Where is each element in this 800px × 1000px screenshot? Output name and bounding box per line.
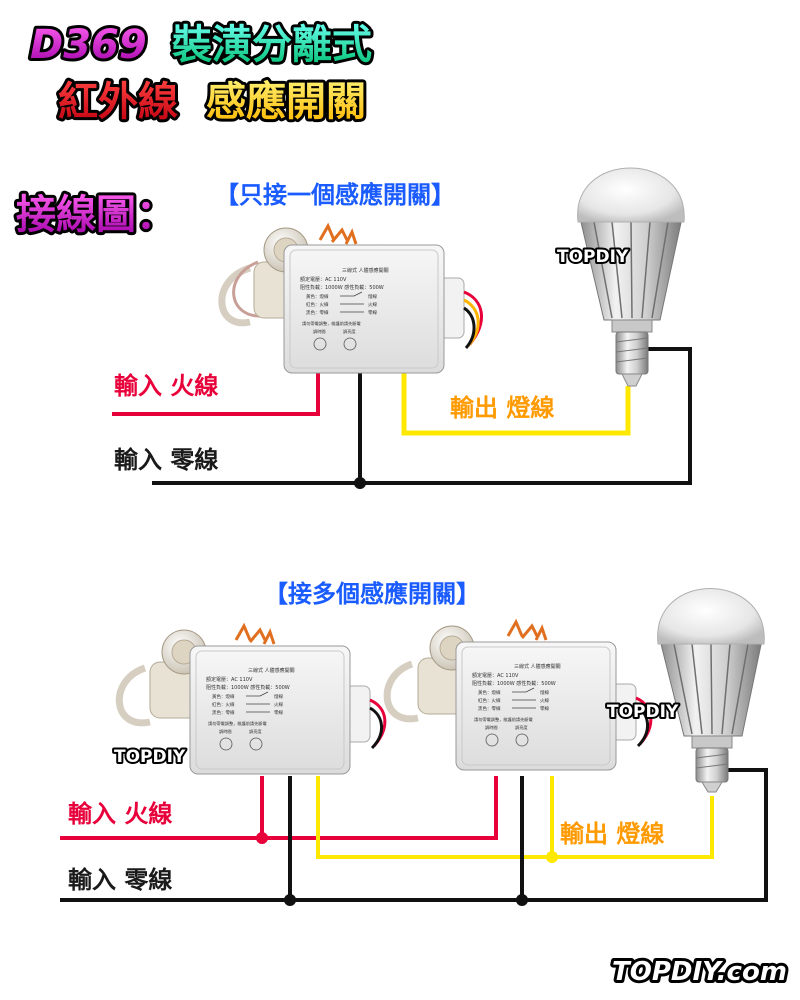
d1-label-tag2: 火線 bbox=[368, 301, 377, 308]
d1-label-title: 三線式 人體感應開關 bbox=[342, 267, 389, 274]
d2a-label-voltage: 額定電壓：AC 110V bbox=[206, 676, 253, 683]
d2-junction-lamp bbox=[546, 851, 558, 863]
d2-junction-neutral-b bbox=[516, 894, 528, 906]
d1-lamp-wire bbox=[401, 372, 631, 436]
d2a-lux-knob bbox=[249, 737, 263, 751]
d2b-switch-box bbox=[455, 641, 617, 771]
d1-input-live-label: 輸入 火線 bbox=[114, 372, 218, 400]
d2a-label-tag1: 燈線 bbox=[274, 693, 283, 700]
d2-light-bulb bbox=[657, 588, 765, 793]
d2b-label-tag3: 零線 bbox=[540, 705, 549, 712]
d2-output-lamp-label: 輸出 燈線 bbox=[560, 820, 664, 848]
d2a-label-wire1: 黃色：燈線 bbox=[212, 693, 235, 700]
d1-label-tag1: 燈線 bbox=[368, 293, 377, 300]
diagram2-wires bbox=[60, 768, 768, 902]
d1-cable-stub bbox=[437, 277, 483, 349]
d2b-label-tag2: 火線 bbox=[540, 697, 549, 704]
d2-input-neutral-label: 輸入 零線 bbox=[68, 866, 172, 894]
d2a-time-knob bbox=[219, 737, 233, 751]
d1-label-wire1: 黃色：燈線 bbox=[306, 293, 329, 300]
d2b-label-wire3: 黑色：零線 bbox=[478, 705, 501, 712]
d1-time-knob bbox=[313, 337, 327, 351]
d1-label-voltage: 額定電壓：AC 110V bbox=[300, 276, 347, 283]
d1-label-knob1: 調時間 bbox=[313, 328, 326, 335]
diagram1-heading: 【只接一個感應開關】 bbox=[215, 181, 455, 209]
d1-neutral-wire bbox=[152, 347, 692, 485]
d1-label-knob2: 調亮度 bbox=[343, 328, 356, 335]
d2a-label-load: 阻性負載：1000W 感性負載：500W bbox=[206, 684, 290, 691]
d2b-label-wire2: 紅色：火線 bbox=[478, 697, 501, 704]
d2-neutral-wire bbox=[60, 768, 768, 902]
title-line2-red: 紅外線 bbox=[58, 79, 178, 125]
d2-input-live-label: 輸入 火線 bbox=[68, 800, 172, 828]
d1-junction bbox=[354, 477, 366, 489]
d2b-device-label: 三線式 人體感應開關 額定電壓：AC 110V 阻性負載：1000W 感性負載：… bbox=[472, 663, 561, 747]
d2b-label-tag1: 燈線 bbox=[540, 689, 549, 696]
d2-live-wire bbox=[60, 776, 498, 840]
d1-device-label: 三線式 人體感應開關 額定電壓：AC 110V 阻性負載：1000W 感性負載：… bbox=[300, 267, 389, 351]
d2b-label-title: 三線式 人體感應開關 bbox=[514, 663, 561, 670]
d1-label-wire2: 紅色：火線 bbox=[306, 301, 329, 308]
d1-switch-box bbox=[283, 244, 445, 374]
d2-lamp-wire-b bbox=[552, 796, 714, 859]
d2a-label-title: 三線式 人體感應開關 bbox=[248, 667, 295, 674]
d2b-label-knob2: 調亮度 bbox=[515, 724, 528, 731]
d1-label-tag3: 零線 bbox=[368, 309, 377, 316]
d2b-label-wire1: 黃色：燈線 bbox=[478, 689, 501, 696]
d1-bulb-dome bbox=[577, 167, 685, 223]
d2b-lux-knob bbox=[515, 733, 529, 747]
d1-light-bulb bbox=[577, 167, 685, 387]
d2a-label-tag2: 火線 bbox=[274, 701, 283, 708]
section-label: 接線圖： bbox=[16, 192, 176, 238]
d2-sensor-brand: TOPDIY bbox=[114, 747, 186, 767]
d2b-label-knob1: 調時間 bbox=[485, 724, 498, 731]
d2-bulb-brand: TOPDIY bbox=[607, 702, 679, 722]
d1-label-wire3: 黑色：零線 bbox=[306, 309, 329, 316]
d1-lux-knob bbox=[343, 337, 357, 351]
d1-bulb-brand: TOPDIY bbox=[557, 247, 629, 267]
d1-input-neutral-label: 輸入 零線 bbox=[114, 446, 218, 474]
d2a-label-wire3: 黑色：零線 bbox=[212, 709, 235, 716]
model-number: D369 bbox=[30, 22, 147, 68]
d2a-label-tag3: 零線 bbox=[274, 709, 283, 716]
diagram1-wires bbox=[112, 347, 692, 485]
d1-label-load: 阻性負載：1000W 感性負載：500W bbox=[300, 284, 384, 291]
d2-bulb-dome bbox=[657, 588, 765, 645]
d2a-switch-box bbox=[189, 645, 351, 775]
d2a-label-knob2: 調亮度 bbox=[249, 728, 262, 735]
d2a-label-wire2: 紅色：火線 bbox=[212, 701, 235, 708]
d1-live-wire bbox=[112, 370, 320, 416]
d2-junction-neutral-a bbox=[284, 894, 296, 906]
d1-output-lamp-label: 輸出 燈線 bbox=[450, 394, 554, 422]
d2b-label-load: 阻性負載：1000W 感性負載：500W bbox=[472, 680, 556, 687]
title-line1: 裝潢分離式 bbox=[172, 22, 372, 68]
diagram2-heading: 【接多個感應開關】 bbox=[264, 580, 480, 608]
d2-junction-live bbox=[256, 832, 268, 844]
d2a-label-note: 請勿帶電調整，維護前請先斷電 bbox=[208, 720, 267, 727]
d2-lamp-wire-a bbox=[316, 776, 554, 859]
footer-brand: TOPDIY.com bbox=[612, 957, 787, 987]
title-line2-yellow: 感應開關 bbox=[206, 79, 366, 125]
d2a-cable-stub bbox=[345, 685, 387, 750]
d2a-device-label: 三線式 人體感應開關 額定電壓：AC 110V 阻性負載：1000W 感性負載：… bbox=[206, 667, 295, 751]
d2a-label-knob1: 調時間 bbox=[219, 728, 232, 735]
d2b-label-note: 請勿帶電調整，維護前請先斷電 bbox=[474, 716, 533, 723]
d2b-time-knob bbox=[485, 733, 499, 747]
d2b-label-voltage: 額定電壓：AC 110V bbox=[472, 672, 519, 679]
d1-label-note: 請勿帶電調整，維護前請先斷電 bbox=[302, 320, 361, 327]
